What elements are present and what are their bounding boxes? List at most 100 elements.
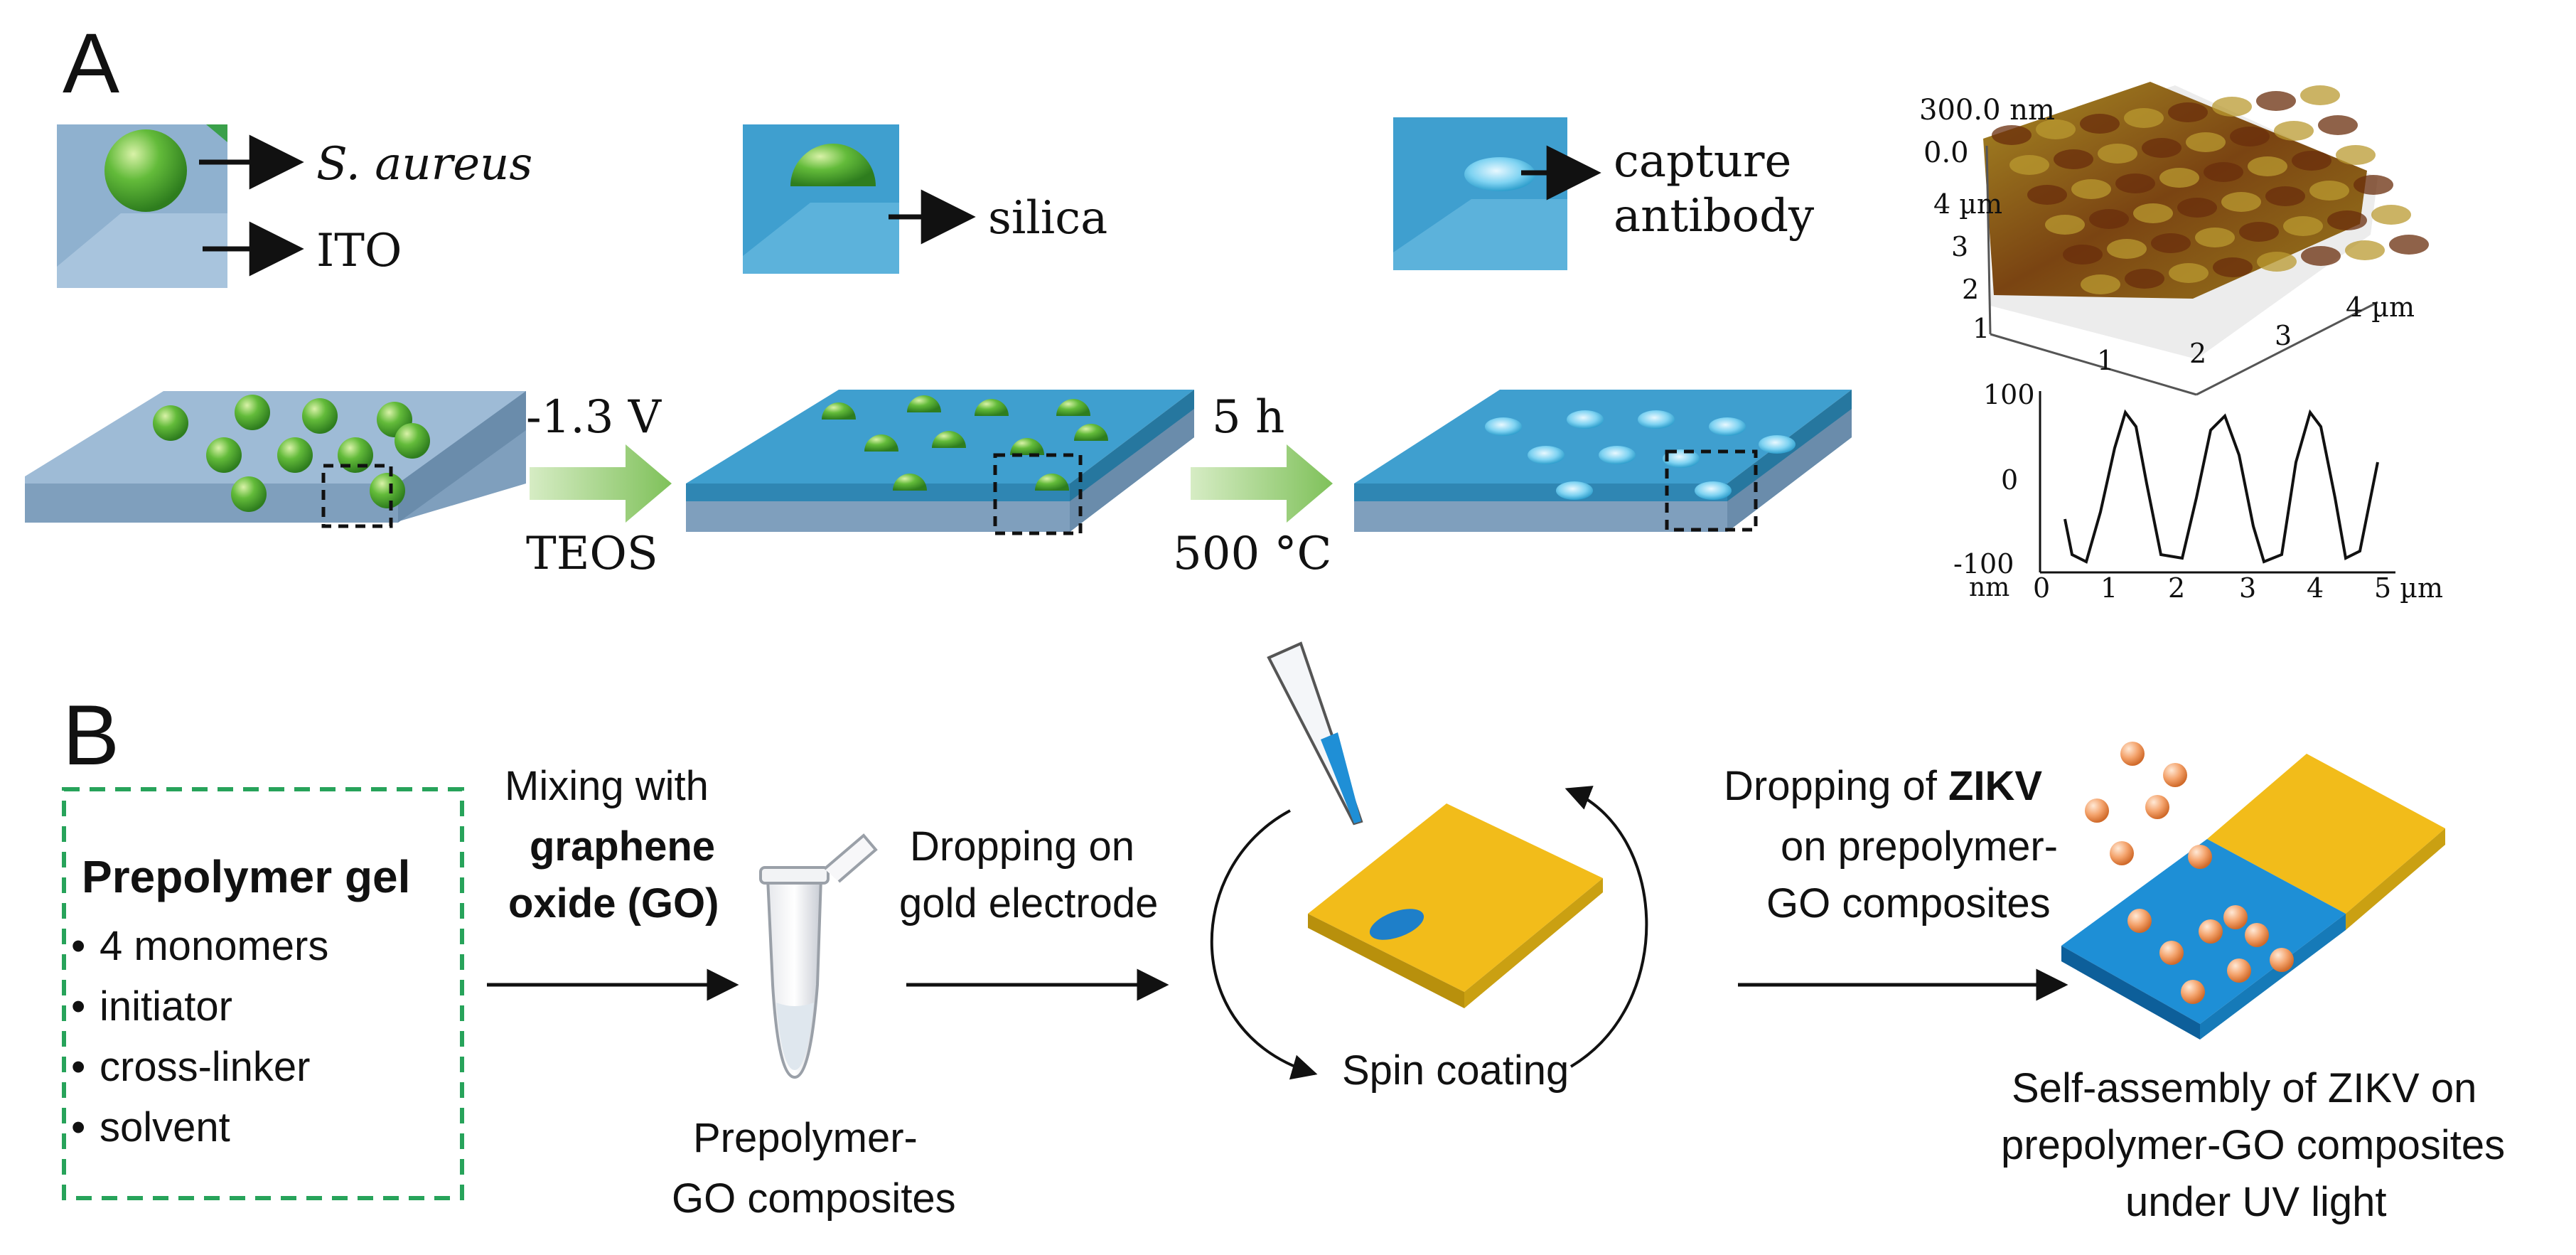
bacterium-sphere [104, 129, 187, 212]
zikv-particle [2127, 909, 2152, 933]
profile-x-tick-0: 0 [2033, 572, 2050, 604]
mix-line-2: graphene [530, 823, 715, 870]
dashed-box [62, 787, 464, 1200]
result-line2: prepolymer-GO composites [2001, 1122, 2505, 1168]
bacterium [231, 476, 267, 512]
mix-line-3: oxide (GO) [508, 880, 719, 926]
result-line1: Self-assembly of ZIKV on [2012, 1065, 2476, 1111]
callout-cube-bacteria [57, 124, 227, 288]
profile-y-unit: nm [1969, 573, 2009, 602]
gel-item-3: solvent [100, 1104, 230, 1150]
spin-arrow-left [1210, 809, 1318, 1080]
afm-feature [2345, 240, 2385, 260]
zikv-particle [2223, 905, 2248, 929]
bacterium [277, 437, 313, 473]
zikv-particle [2120, 742, 2145, 766]
afm-feature [2327, 210, 2367, 230]
zikv-particle [2227, 958, 2251, 983]
drop-zikv-line1: Dropping of ZIKV [1724, 763, 2042, 809]
afm-line-profile: 100 0 -100 nm 0 1 2 3 4 5 µm [1953, 379, 2443, 604]
afm-feature [2098, 144, 2137, 164]
zikv-particle [2145, 795, 2169, 819]
gel-item-3-bullet: • [71, 1104, 85, 1150]
zikv-particle [2085, 799, 2109, 823]
afm-feature [2336, 145, 2376, 165]
profile-x-tick-2: 2 [2168, 572, 2185, 604]
bacterium-embedded [1010, 438, 1044, 455]
afm-feature [2389, 235, 2429, 255]
afm-feature [2309, 181, 2349, 201]
afm-feature [2213, 257, 2253, 277]
imprinted-pit [1464, 157, 1535, 191]
profile-trace [2064, 409, 2379, 564]
afm-feature [2195, 228, 2235, 247]
prepolymer-gel-box: Prepolymer gel • 4 monomers • initiator … [62, 787, 464, 1200]
afm-feature [2186, 132, 2226, 152]
bacterium-embedded [975, 399, 1009, 416]
afm-feature [2265, 186, 2305, 206]
afm-feature [2168, 102, 2208, 122]
afm-surface-plot: 300.0 nm 0.0 4 µm 3 2 1 1 2 3 4 µm [1919, 82, 2429, 396]
gel-title: Prepolymer gel [82, 851, 410, 902]
label-ito: ITO [316, 225, 402, 277]
spin-coating-label: Spin coating [1342, 1047, 1569, 1094]
label-antibody: antibody [1614, 190, 1814, 242]
callout-cube-silica [743, 124, 899, 274]
tube-label-line2: GO composites [672, 1175, 956, 1222]
profile-y-tick-minus100: -100 [1953, 548, 2014, 580]
afm-feature [2080, 114, 2120, 134]
imprint-pit [1567, 410, 1604, 429]
zoom-box [993, 453, 1083, 535]
zikv-particle [2199, 919, 2223, 944]
step1-teos: TEOS [526, 528, 658, 580]
afm-topography [1983, 82, 2367, 299]
afm-feature [1992, 125, 2032, 145]
profile-x-tick-3: 3 [2239, 572, 2256, 604]
imprint-pit [1663, 449, 1700, 468]
afm-feature [2177, 198, 2217, 218]
step1-voltage: -1.3 V [526, 391, 662, 444]
bacterium [370, 473, 405, 508]
electrode-with-zikv [2061, 742, 2445, 1040]
microtube-icon [759, 833, 878, 1079]
afm-y-tick-2: 2 [1962, 274, 1979, 305]
imprint-pit [1599, 446, 1636, 464]
afm-y-tick-0: 4 µm [1933, 188, 2002, 220]
step2-temperature: 500 °C [1173, 528, 1331, 580]
afm-feature [2204, 162, 2243, 182]
bacterium-embedded [822, 402, 856, 420]
label-capture: capture [1614, 135, 1791, 188]
step2-time: 5 h [1212, 391, 1284, 444]
result-line3: under UV light [2125, 1179, 2387, 1225]
afm-feature [2371, 205, 2411, 225]
afm-x-tick-1: 2 [2189, 338, 2206, 369]
afm-x-tick-3: 4 µm [2346, 292, 2415, 323]
afm-feature [2300, 85, 2340, 105]
afm-feature [2159, 168, 2199, 188]
bacterium [395, 423, 430, 459]
afm-feature [2301, 246, 2341, 266]
callout-cube-pit [1393, 117, 1567, 270]
slab-imprinted-pits [1354, 390, 1852, 532]
afm-feature [2125, 269, 2164, 289]
afm-feature [2133, 203, 2173, 223]
afm-feature [2283, 216, 2323, 236]
zikv-particle [2110, 841, 2134, 865]
label-silica: silica [988, 192, 1107, 245]
panel-b-letter: B [63, 688, 119, 783]
bacterium [206, 437, 242, 473]
afm-feature [2212, 97, 2252, 117]
bacterium [235, 395, 270, 430]
imprint-pit [1638, 410, 1675, 429]
slab-ito-with-bacteria [25, 391, 526, 528]
afm-feature [2257, 252, 2297, 272]
afm-feature [2115, 173, 2155, 193]
afm-feature [2054, 149, 2093, 169]
gold-electrode-with-drop [1308, 803, 1603, 1008]
zikv-particle [2163, 763, 2187, 787]
afm-feature [2063, 245, 2103, 265]
imprint-pit [1485, 417, 1522, 436]
bacterium-embedded [1035, 474, 1069, 491]
bacterium-embedded [907, 395, 941, 412]
